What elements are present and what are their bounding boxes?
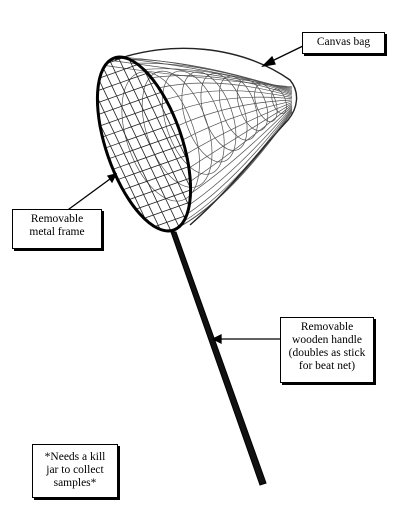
metal-frame-arrowhead — [106, 173, 118, 184]
frame-mesh-line — [78, 45, 161, 243]
bag-mesh-line — [121, 56, 293, 91]
canvas-bag-arrowhead — [261, 55, 276, 67]
bag-mesh — [105, 56, 293, 231]
metal-frame-arrow — [64, 178, 111, 213]
bag-mesh-line — [190, 104, 293, 182]
wooden-handle — [170, 231, 267, 486]
wooden-handle-label-line1: Removable — [300, 321, 354, 333]
wooden-handle-label-line3: (doubles as stick — [288, 347, 366, 359]
frame-mesh-line — [60, 248, 230, 308]
kill-jar-note-line2: jar to collect — [46, 464, 104, 476]
kill-jar-note-line1: *Needs a kill — [44, 451, 106, 463]
bag-mesh-line — [186, 108, 293, 215]
frame-mesh-line — [60, 0, 230, 44]
bag-mesh-line — [172, 96, 293, 113]
bag-outline — [114, 47, 298, 226]
canvas-bag — [105, 47, 298, 231]
frame-mesh-line — [89, 45, 191, 243]
bag-mesh-line — [136, 62, 293, 94]
kill-jar-note: *Needs a kill jar to collect samples* — [32, 444, 118, 498]
canvas-bag-arrow — [269, 44, 306, 63]
metal-frame-label-line1: Removable — [30, 213, 84, 225]
bag-mesh-ring — [254, 83, 278, 123]
metal-frame — [95, 55, 193, 233]
wooden-handle-label-line4: for beat net) — [298, 360, 356, 372]
bag-mesh-line — [183, 109, 293, 222]
canvas-bag-label-text: Canvas bag — [316, 36, 371, 48]
frame-mesh-line — [60, 0, 230, 20]
frame-mesh-line — [78, 91, 210, 153]
bag-mesh-line — [173, 111, 293, 231]
metal-frame-label-line2: metal frame — [29, 226, 85, 238]
bag-mesh-line — [158, 82, 293, 97]
frame-mesh-line — [99, 45, 201, 243]
frame-mesh-line — [78, 151, 210, 213]
pointer-arrows — [64, 44, 306, 345]
frame-mesh — [60, 0, 230, 308]
bag-mesh-ring — [162, 70, 225, 175]
bag-mesh-line — [190, 105, 293, 194]
bag-mesh-ring — [218, 75, 259, 141]
bag-mesh-ring — [141, 70, 213, 188]
frame-mesh-line — [78, 79, 210, 141]
bag-mesh-line — [188, 103, 293, 169]
wooden-handle-arrowhead — [211, 333, 222, 345]
frame-mesh-line — [60, 0, 230, 8]
frame-mesh-line — [129, 45, 210, 243]
kill-jar-note-line3: samples* — [53, 477, 97, 489]
frame-mesh-line — [78, 139, 210, 201]
bag-mesh-ring — [121, 71, 200, 202]
bag-mesh-ring — [271, 88, 287, 114]
bag-mesh-line — [178, 110, 293, 228]
bag-mesh-line — [128, 58, 293, 92]
bag-mesh-ring — [181, 71, 237, 163]
bag-mesh-line — [189, 106, 293, 205]
frame-mesh-line — [78, 115, 210, 177]
frame-mesh-line — [78, 45, 210, 57]
bag-mesh-line — [186, 102, 293, 155]
canvas-bag-label: Canvas bag — [302, 32, 385, 54]
bag-mesh-line — [143, 68, 293, 95]
wooden-handle-label-line2: wooden handle — [292, 334, 362, 346]
frame-mesh-line — [60, 0, 230, 32]
bag-mesh-line — [177, 99, 293, 127]
frame-mesh-line — [199, 45, 210, 243]
metal-frame-label: Removable metal frame — [12, 209, 102, 249]
wooden-handle-label: Removable wooden handle (doubles as stic… — [280, 317, 374, 383]
bag-mesh-line — [182, 100, 293, 141]
bag-mesh-ring — [200, 73, 248, 151]
frame-mesh-line — [78, 67, 210, 129]
bag-mesh-ring — [236, 79, 269, 131]
